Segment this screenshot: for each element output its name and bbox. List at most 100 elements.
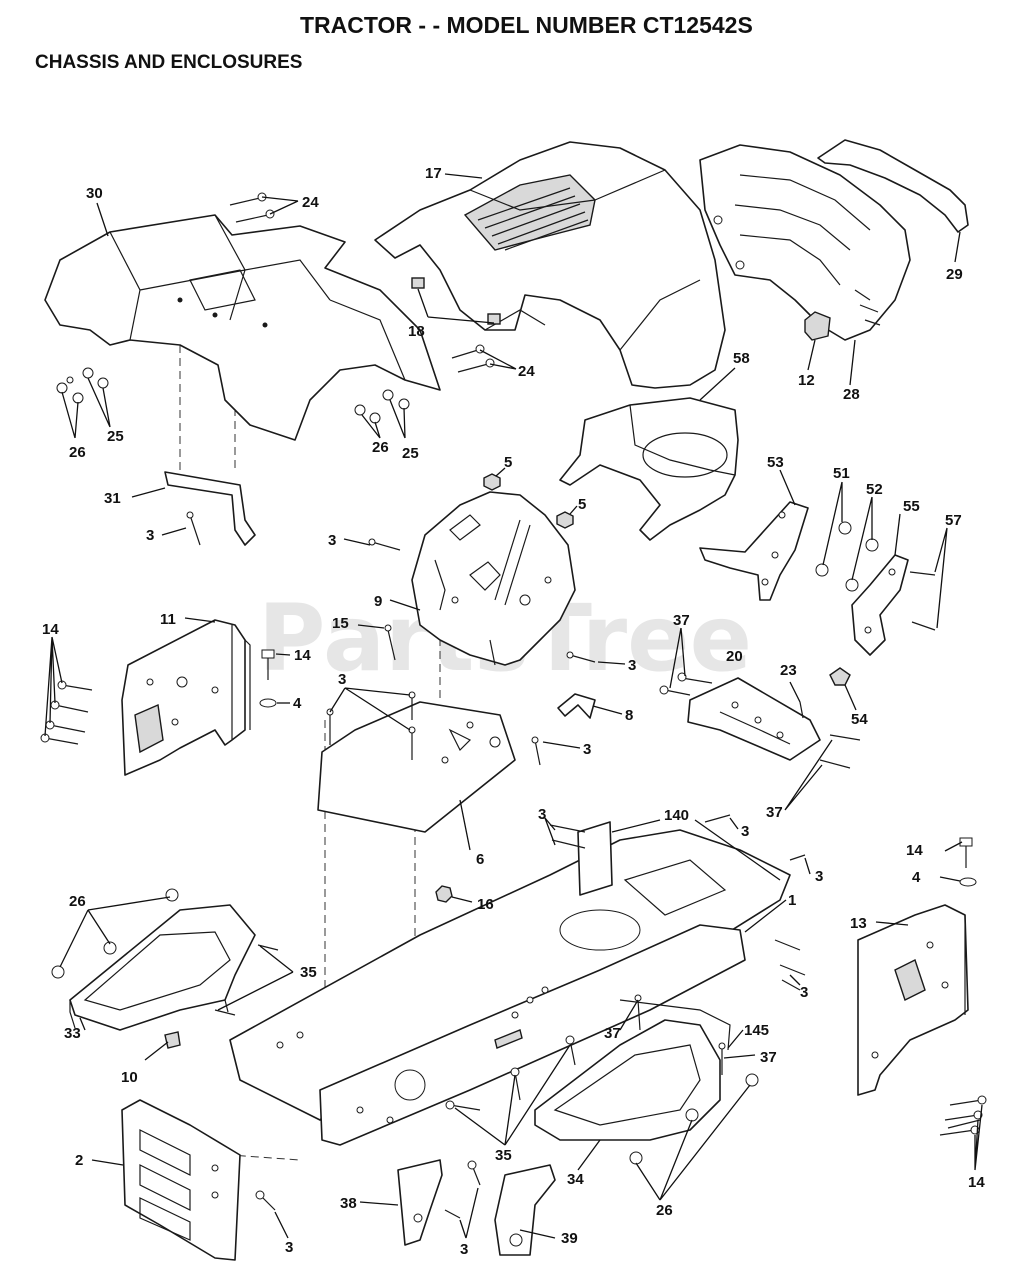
callout-10: 10 [121,1069,138,1086]
callout-labels: 30 24 17 18 24 29 12 28 58 26 25 26 25 3… [42,165,985,1258]
part-14-4-bolt-washer-upper[interactable] [259,649,277,708]
callout-3: 3 [538,806,546,823]
part-38-bracket[interactable] [397,1159,443,1246]
part-3-screws-lower[interactable] [444,1160,481,1219]
part-3-screw-front-plate[interactable] [255,1190,276,1211]
part-12-bumper-knob[interactable] [804,311,831,341]
part-53-steering-bracket[interactable] [699,501,809,601]
callout-37: 37 [604,1025,621,1042]
callout-17: 17 [425,165,442,182]
callout-52: 52 [866,481,883,498]
part-35-bolts-left[interactable] [214,944,279,1016]
callout-3: 3 [146,527,154,544]
part-15-bolt[interactable] [384,624,396,661]
part-20-mounting-bracket[interactable] [687,677,821,761]
callout-3: 3 [815,868,823,885]
part-14-bolts-left[interactable] [40,680,93,745]
callout-3: 3 [460,1241,468,1258]
part-17-hood[interactable] [374,141,726,389]
part-58-heat-shield[interactable] [559,397,739,541]
callout-35: 35 [300,964,317,981]
callout-51: 51 [833,465,850,482]
part-8-clip[interactable] [557,693,596,719]
part-31-fender-bracket[interactable] [164,471,256,546]
part-37-bolts-bracket[interactable] [659,672,861,769]
callout-53: 53 [767,454,784,471]
part-18-hood-bumpers[interactable] [411,277,501,325]
diagram-subtitle: CHASSIS AND ENCLOSURES [35,52,303,73]
callout-58: 58 [733,350,750,367]
part-51-52-nuts-washers[interactable] [815,521,879,592]
callout-57: 57 [945,512,962,529]
part-33-left-footrest[interactable] [69,904,256,1031]
part-6-floor-plate[interactable] [317,701,516,833]
part-25-26-washers-nuts-left[interactable] [56,367,109,404]
callout-54: 54 [851,711,868,728]
part-26-nuts-left-footrest[interactable] [51,888,179,979]
callout-3: 3 [800,984,808,1001]
callout-38: 38 [340,1195,357,1212]
callout-2: 2 [75,1152,83,1169]
callout-13: 13 [850,915,867,932]
part-24-bolts-lower[interactable] [451,344,495,373]
callout-37: 37 [760,1049,777,1066]
part-23-screw[interactable] [799,701,804,719]
part-145-bracket[interactable] [619,999,731,1051]
part-37-bolts-footrest[interactable] [634,994,726,1075]
callout-12: 12 [798,372,815,389]
part-1-main-frame[interactable] [229,829,791,1146]
part-25-26-washers-nuts-right[interactable] [354,389,410,424]
part-140-front-support[interactable] [577,821,613,896]
part-34-right-footrest[interactable] [534,1019,721,1141]
callout-3: 3 [741,823,749,840]
callout-9: 9 [374,593,382,610]
callout-18: 18 [408,323,425,340]
callout-3: 3 [328,532,336,549]
callout-55: 55 [903,498,920,515]
part-28-grille-housing[interactable] [699,144,911,341]
part-3-screws-misc[interactable] [186,511,806,991]
part-39-bracket[interactable] [494,1164,556,1256]
callout-23: 23 [780,662,797,679]
callout-4: 4 [912,869,921,886]
callout-16: 16 [477,896,494,913]
part-5-nuts[interactable] [483,473,574,529]
part-55-mounting-plate[interactable] [851,554,909,656]
callout-29: 29 [946,266,963,283]
part-35-bolts-center[interactable] [445,1035,576,1111]
callout-26: 26 [69,444,86,461]
part-16-nut[interactable] [435,885,453,903]
callout-35: 35 [495,1147,512,1164]
callout-5: 5 [504,454,512,471]
part-57-bolts[interactable] [909,571,936,631]
part-30-rear-fender[interactable] [44,214,441,441]
part-26-nuts-right-footrest[interactable] [629,1073,759,1165]
callout-33: 33 [64,1025,81,1042]
callout-14: 14 [42,621,59,638]
callout-26: 26 [372,439,389,456]
part-14-4-bolt-washer-right[interactable] [959,837,977,887]
part-3-screws-plate[interactable] [326,691,416,760]
callout-140: 140 [664,807,689,824]
callout-37: 37 [766,804,783,821]
callout-24: 24 [518,363,535,380]
callout-1: 1 [788,892,796,909]
part-29-grille-trim[interactable] [817,139,969,233]
callout-3: 3 [285,1239,293,1256]
part-11-side-panel-left[interactable] [121,619,251,776]
callout-31: 31 [104,490,121,507]
part-2-front-plate[interactable] [121,1099,241,1261]
part-13-side-panel-right[interactable] [857,904,969,1096]
part-10-bolt[interactable] [164,1031,181,1049]
part-54-screw[interactable] [829,667,851,686]
callout-14: 14 [294,647,311,664]
callout-14: 14 [968,1174,985,1191]
part-9-dash-panel[interactable] [411,491,576,666]
callout-34: 34 [567,1171,584,1188]
callout-6: 6 [476,851,484,868]
callout-8: 8 [625,707,633,724]
callout-3: 3 [628,657,636,674]
callout-3: 3 [338,671,346,688]
